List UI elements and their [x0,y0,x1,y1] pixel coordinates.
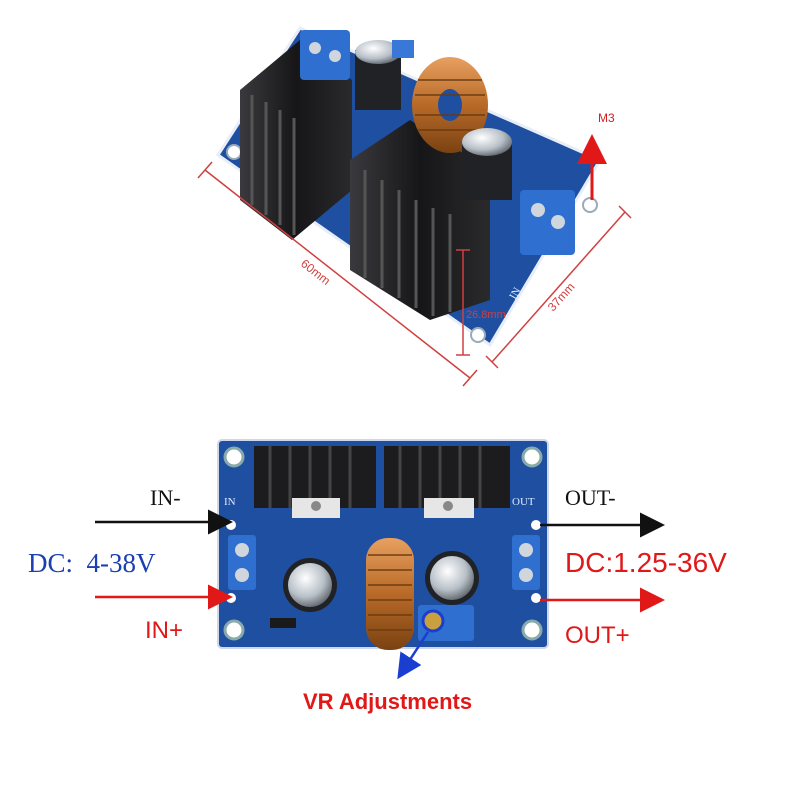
bottom-inductor [366,538,414,650]
top-module-view: IN M3 60mm 26.8mm 37mm [197,26,632,387]
dc-input-label: DC: 4-38V [28,548,156,578]
vr-adjustments-label: VR Adjustments [303,689,472,714]
dc-output-label: DC:1.25-36V [565,547,727,578]
bottom-capacitor-2 [425,551,479,605]
top-silk-in: IN [507,285,523,301]
out-minus-label: OUT- [565,485,616,510]
bottom-capacitor-1 [283,558,337,612]
dimension-26-8mm [456,249,470,356]
bottom-heatsink-right [384,446,510,518]
dimension-37mm [485,205,632,369]
bottom-terminal-out [512,535,540,590]
bottom-trimpot [418,605,474,641]
top-trimpot [392,40,414,58]
in-minus-label: IN- [150,485,181,510]
top-heatsink-left [240,40,352,240]
top-terminal-in [300,30,350,80]
top-terminal-out [520,190,575,255]
in-plus-label: IN+ [145,617,183,644]
top-capacitor-1 [355,40,401,110]
m3-label: M3 [598,111,615,125]
dimension-60mm [197,161,478,387]
height-label: 26.8mm [466,309,506,321]
bottom-heatsink-left [254,446,376,518]
bottom-silk-in: IN [224,496,236,508]
length-label: 60mm [298,256,333,288]
bottom-silk-out: OUT [512,496,535,508]
bottom-terminal-in [228,535,256,590]
out-plus-label: OUT+ [565,622,630,649]
top-capacitor-2 [462,128,512,200]
bottom-diode [270,618,296,628]
bottom-module-view: IN OUT [28,439,727,714]
top-heatsink-right [350,120,490,320]
top-inductor [412,57,488,153]
arrow-vr [397,631,430,680]
